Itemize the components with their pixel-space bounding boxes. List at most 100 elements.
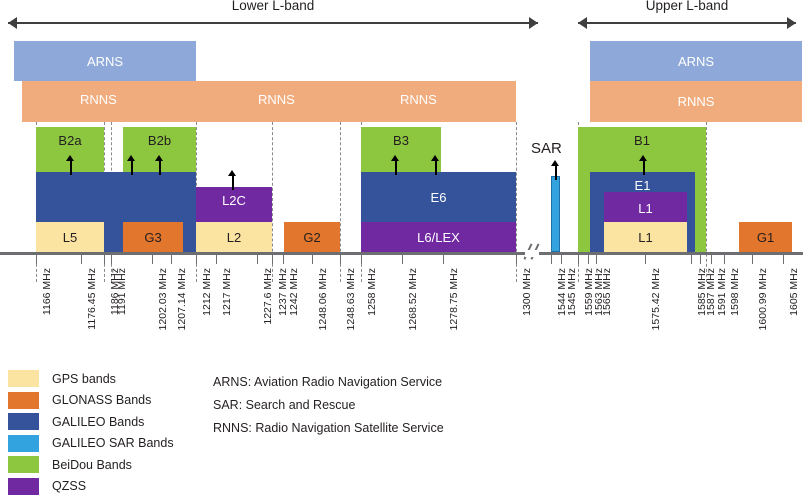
cf-b2b-1-icon: [127, 155, 136, 175]
arrow-head-icon: [127, 155, 135, 161]
cf-sar-icon: [551, 160, 560, 180]
cf-b1-icon: [639, 155, 648, 175]
legend-label: BeiDou Bands: [52, 457, 132, 472]
arrow-head-icon: [66, 155, 74, 161]
axis-tick-label: 1278.75 MHz: [448, 268, 460, 331]
axis-tick: [402, 255, 404, 264]
band-header-0: Lower L-band: [8, 0, 538, 30]
axis-tick-label: 1166 MHz: [41, 268, 53, 316]
arrow-head-icon: [155, 155, 163, 161]
cf-b2a-icon: [66, 155, 75, 175]
legend-item-0: GPS bands: [8, 368, 174, 390]
axis-tick: [216, 255, 218, 264]
signal-bar-l1-qzss: L1: [604, 192, 687, 225]
axis-tick: [312, 255, 314, 264]
axis-tick-label: 1575.42 MHz: [650, 268, 662, 331]
legend-label: QZSS: [52, 479, 87, 494]
axis-break-mask: [525, 250, 539, 257]
band-arrow-line: [578, 22, 796, 24]
axis-tick-label: 1217 MHz: [221, 268, 233, 316]
legend-item-1: GLONASS Bands: [8, 390, 174, 412]
axis-tick: [443, 255, 445, 264]
axis-tick: [104, 255, 106, 264]
axis-tick-label: 1248.63 MHz: [345, 268, 357, 331]
band-header-1: Upper L-band: [578, 0, 796, 30]
axis-tick: [783, 255, 785, 264]
arrow-head-icon: [551, 160, 559, 166]
axis-tick: [551, 255, 553, 264]
arrow-head-icon: [391, 155, 399, 161]
axis-tick: [152, 255, 154, 264]
legend-label: GLONASS Bands: [52, 393, 152, 408]
axis-tick-label: 1248.06 MHz: [317, 268, 329, 331]
arrow-stem: [555, 165, 557, 180]
arrow-stem: [131, 160, 133, 175]
axis-tick-label: 1207.14 MHz: [176, 268, 188, 331]
axis-tick: [578, 255, 580, 264]
arrow-head-icon: [639, 155, 647, 161]
cf-b3-2-icon: [431, 155, 440, 175]
legend-item-4: BeiDou Bands: [8, 454, 174, 476]
axis-tick: [700, 255, 702, 264]
band-title: Lower L-band: [231, 0, 315, 13]
axis-tick: [196, 255, 198, 264]
band-headers: Lower L-band Upper L-band: [0, 0, 803, 30]
legend-swatch: [8, 391, 39, 409]
axis-tick: [645, 255, 647, 264]
axis-tick-label: 1598 MHz: [729, 268, 741, 316]
signal-bar-sar: [551, 176, 560, 252]
signal-bar-l5: L5: [36, 222, 104, 252]
axis-tick: [340, 255, 342, 264]
axis-tick: [36, 255, 38, 264]
axis-tick-label: 1600.99 MHz: [757, 268, 769, 331]
arrow-stem: [159, 160, 161, 175]
axis-tick-label: 1605 MHz: [788, 268, 800, 316]
arrow-stem: [232, 175, 234, 190]
guide-line: [340, 122, 341, 282]
legend-definition-1: SAR: Search and Rescue: [213, 393, 444, 416]
legend-definition-0: ARNS: Aviation Radio Navigation Service: [213, 370, 444, 393]
arrow-right-icon: [787, 17, 796, 29]
axis-tick-label: 1176.45 MHz: [86, 268, 98, 330]
legend-label: GALILEO Bands: [52, 414, 145, 429]
axis-tick: [516, 255, 518, 264]
axis-tick: [361, 255, 363, 264]
arrow-right-icon: [529, 17, 538, 29]
signal-bar-label-sar: SAR: [531, 140, 562, 157]
signal-bar-g1: G1: [739, 222, 792, 252]
axis-tick: [81, 255, 83, 264]
axis-tick-label: 1300 MHz: [521, 268, 533, 316]
service-bar-rnns-lower: [22, 81, 516, 122]
arrow-left-icon: [8, 17, 17, 29]
arrow-stem: [395, 160, 397, 175]
service-bar-label-rnns: RNNS: [400, 92, 437, 107]
legend-swatch: [8, 434, 39, 452]
arrow-stem: [70, 160, 72, 175]
service-bar-arns-lower: ARNS: [14, 41, 196, 81]
signal-bar-e6: E6: [361, 172, 516, 222]
axis-tick-label: 1191 MHz: [116, 268, 128, 316]
axis-tick-label: 1212 MHz: [201, 268, 213, 316]
axis-tick: [283, 255, 285, 264]
axis-tick-label: 1227.6 MHz: [262, 268, 274, 325]
service-bar-arns-upper: ARNS: [590, 41, 802, 81]
axis-tick: [171, 255, 173, 264]
legend-item-2: GALILEO Bands: [8, 411, 174, 433]
legend-item-5: QZSS: [8, 476, 174, 498]
axis-tick-label: 1258 MHz: [366, 268, 378, 316]
axis-tick: [588, 255, 590, 264]
legend-definition-text: RNNS: Radio Navigation Satellite Service: [213, 420, 444, 435]
guide-line: [516, 122, 517, 282]
axis-tick: [752, 255, 754, 264]
cf-b3-1-icon: [391, 155, 400, 175]
axis-tick-label: 1202.03 MHz: [157, 268, 169, 331]
arrow-left-icon: [578, 17, 587, 29]
axis-tick: [111, 255, 113, 264]
arrow-head-icon: [228, 170, 236, 176]
axis-tick: [272, 255, 274, 264]
guide-line: [272, 122, 273, 282]
legend-swatch: [8, 477, 39, 495]
band-arrow-line: [8, 22, 538, 24]
